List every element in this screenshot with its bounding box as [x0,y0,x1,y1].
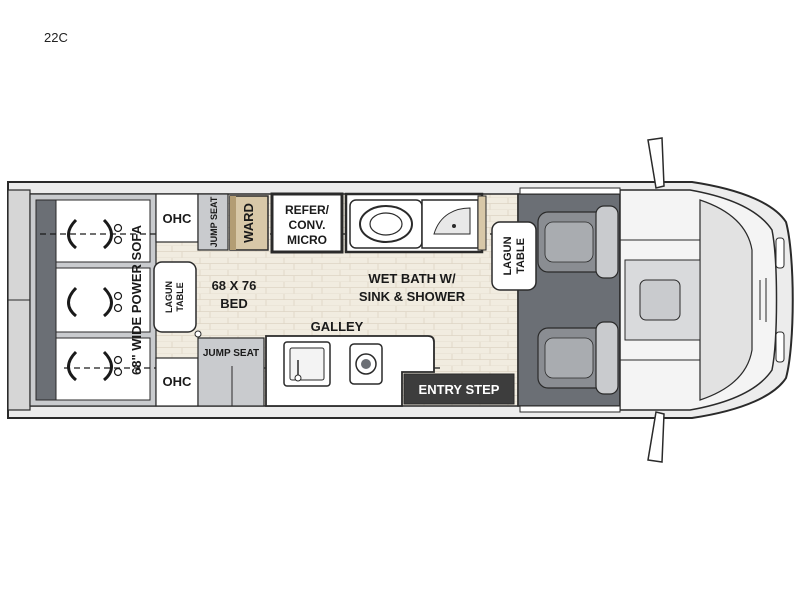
ohc-bottom-label: OHC [163,374,193,389]
refer-label-line1: REFER/ [285,203,330,217]
mirror-top [647,137,665,189]
power-sofa [29,193,157,407]
lagun-table-front [491,221,537,291]
entry-step-label: ENTRY STEP [419,382,500,397]
jump-seat-bottom-label: JUMP SEAT [203,348,259,359]
bed-label-line1: 68 X 76 [212,278,257,293]
model-name: 22C [44,30,68,45]
jump-seat-top [197,193,229,251]
driver-seat [537,205,619,279]
wet-bath [344,192,487,254]
wetbath-label-line2: SINK & SHOWER [359,289,466,304]
passenger-seat [537,321,619,395]
refer-label-line2: CONV. [289,218,326,232]
ohc-bottom [155,357,199,407]
refrigerator-microwave [270,192,344,254]
galley-counter [265,335,435,407]
lagun-front-label-line2: TABLE [515,238,527,274]
sofa-label: 68" WIDE POWER SOFA [129,224,144,375]
galley-label: GALLEY [311,319,364,334]
wardrobe [229,195,269,251]
refer-label-line3: MICRO [287,233,327,247]
ohc-top [155,193,199,243]
bed-label-line2: BED [220,296,247,311]
ward-label: WARD [241,203,256,243]
jump-seat-bottom [197,337,265,407]
lagun-table-rear [153,261,197,333]
ohc-top-label: OHC [163,211,193,226]
lagun-rear-label-line1: LAGUN [164,281,174,313]
lagun-rear-label-line2: TABLE [175,282,185,311]
mirror-bottom [647,411,665,463]
entry-step [403,373,515,405]
jump-seat-top-label: JUMP SEAT [209,196,219,247]
lagun-front-label-line1: LAGUN [502,236,514,275]
wetbath-label-line1: WET BATH W/ [368,271,456,286]
